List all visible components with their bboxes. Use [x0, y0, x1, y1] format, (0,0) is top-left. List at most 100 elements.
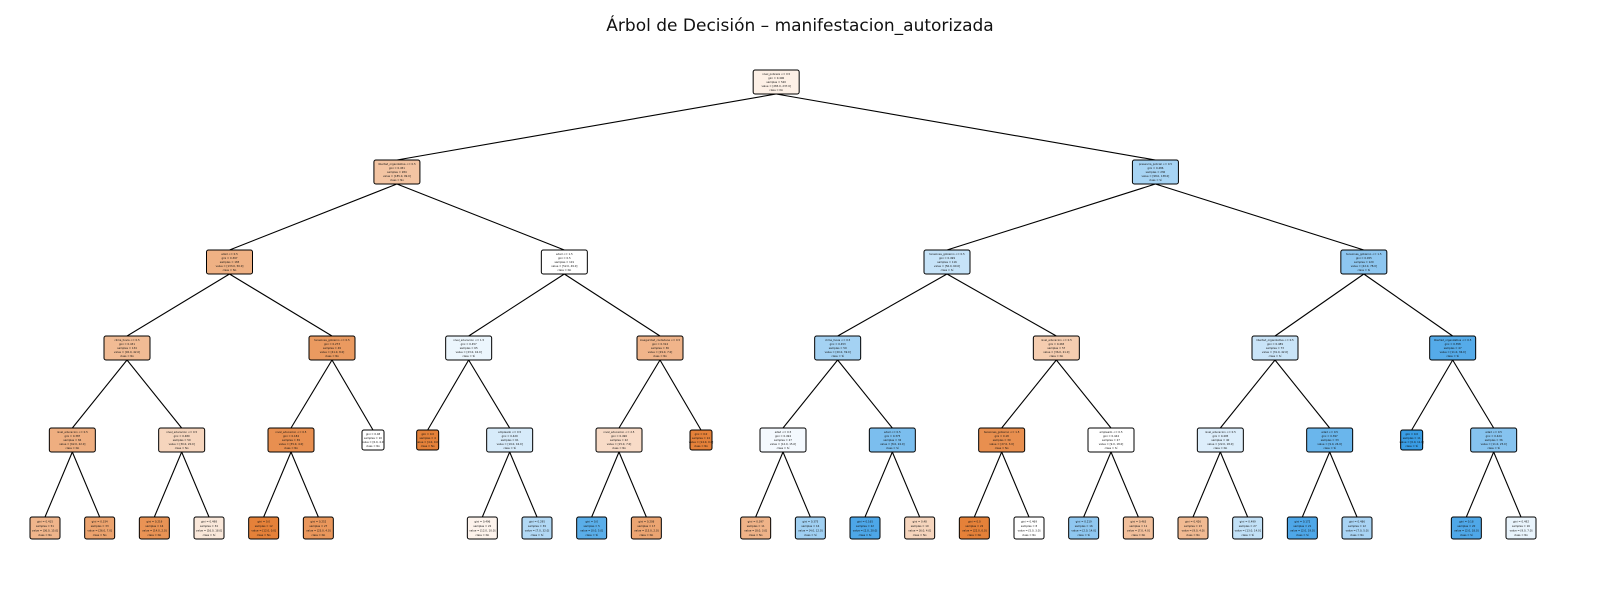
node-box [1341, 516, 1373, 540]
node-label-line: samples = 183 [220, 260, 240, 264]
node-label-line: edad <= 0.5 [884, 430, 901, 434]
node-label-line: gini = 0.486 [1349, 519, 1365, 523]
node-box [1196, 427, 1244, 453]
node-label-line: value = [56.0, 60.0] [934, 264, 960, 268]
node-label-line: class = No [653, 354, 667, 358]
tree-edge [229, 273, 333, 337]
node-label-line: class = No [557, 268, 571, 272]
node-label-line: class = Sí [203, 533, 216, 537]
node-label-line: class = No [1049, 354, 1063, 358]
node-label-line: class = Sí [941, 268, 954, 272]
tree-edge [591, 451, 620, 518]
node-label-line: edad <= 0.5 [775, 430, 792, 434]
node-label-line: samples = 16 [1512, 524, 1530, 528]
node-label-line: class = No [1514, 533, 1528, 537]
node-label-line: samples = 101 [555, 260, 575, 264]
node-box [361, 429, 385, 451]
node-label-line: gini = 0.453 [830, 342, 846, 346]
node-label-line: value = [9.0, 4.0] [1182, 528, 1205, 532]
node-label-line: value = [12.0, 15.0] [770, 442, 796, 446]
tree-edge [1110, 451, 1139, 518]
node-label-line: gini = 0.489 [1267, 342, 1283, 346]
node-label-line: samples = 13 [1184, 524, 1202, 528]
node-label-line: gini = 0.429 [502, 434, 518, 438]
node-box [1131, 159, 1179, 185]
node-label-line: value = [6.0, 4.0] [362, 440, 385, 444]
node-label-line: empleado <= 0.5 [1099, 430, 1122, 434]
tree-edge [71, 451, 101, 518]
node-label-line: value = [92.0, 42.0] [114, 350, 140, 354]
node-label-line: class = No [175, 446, 189, 450]
node-label-line: value = [5.0, 3.0] [1018, 528, 1041, 532]
node-label-line: class = No [1350, 533, 1364, 537]
node-box [521, 516, 553, 540]
tree-edge [946, 273, 1057, 337]
node-label-line: nivel_educacion <= 0.5 [57, 430, 88, 434]
node-label-line: samples = 12 [1348, 524, 1366, 528]
node-label-line: gini = 0.469 [1021, 519, 1037, 523]
node-label-line: gini = 0.499 [1240, 519, 1256, 523]
tree-edge [1155, 183, 1364, 251]
node-box [1177, 516, 1209, 540]
node-label-line: class = No [612, 446, 626, 450]
node-label-line: value = [133.0, 50.0] [216, 264, 244, 268]
node-label-line: class = Sí [1149, 178, 1162, 182]
tree-edge [481, 451, 511, 518]
node-label-line: value = [6.0, 4.0] [908, 528, 931, 532]
node-label-line: presencia_policial <= 0.5 [1139, 162, 1172, 166]
node-label-line: gini = 0.0 [421, 432, 434, 436]
node-label-line: clima_lluvia <= 0.5 [825, 338, 851, 342]
node-box [206, 249, 253, 275]
node-box [267, 427, 315, 453]
node-box [1400, 429, 1424, 451]
tree-edge [290, 359, 333, 429]
tree-edge [1465, 451, 1495, 518]
node-box [1286, 516, 1318, 540]
node-label-line: value = [42.0, 78.0] [1351, 264, 1377, 268]
node-label-line: class = Sí [1446, 354, 1459, 358]
node-label-line: value = [36.0, 21.0] [1043, 350, 1069, 354]
node-label-line: class = No [390, 178, 404, 182]
node-label-line: samples = 5 [584, 524, 601, 528]
node-label-line: class = No [93, 533, 107, 537]
node-label-line: gini = 0.499 [939, 256, 955, 260]
node-label-line: samples = 236 [1146, 170, 1166, 174]
node-label-line: class = No [769, 88, 783, 92]
node-label-line: class = Sí [886, 446, 899, 450]
node-label-line: value = [7.0, 32.0] [525, 528, 549, 532]
node-label-line: samples = 20 [1457, 524, 1475, 528]
node-label-line: clima_lluvia <= 0.5 [114, 338, 140, 342]
tree-edge [1411, 359, 1454, 431]
node-box [302, 516, 334, 540]
node-label-line: value = [15.0, 2.0] [634, 528, 658, 532]
node-label-line: gini = 0.375 [802, 519, 818, 523]
node-box [373, 159, 421, 185]
node-label-line: class = Sí [1241, 533, 1254, 537]
node-label-line: value = [9.0, 24.0] [1317, 442, 1341, 446]
node-label-line: class = No [120, 354, 134, 358]
node-label-line: value = [23.0, 42.0] [456, 350, 482, 354]
node-label-line: value = [23.0, 4.0] [306, 528, 330, 532]
node-box [1068, 516, 1100, 540]
node-label-line: value = [41.0, 8.0] [320, 350, 344, 354]
node-label-line: class = No [1213, 446, 1227, 450]
tree-edge [126, 359, 183, 429]
node-label-line: value = [4.0, 0.0] [416, 440, 439, 444]
node-label-line: samples = 16 [801, 524, 819, 528]
node-box [48, 427, 96, 453]
node-label-line: gini = 0.0 [968, 519, 981, 523]
node-label-line: samples = 8 [1021, 524, 1038, 528]
node-label-line: gini = 0.252 [310, 519, 326, 523]
node-label-line: gini = 0.455 [1356, 256, 1372, 260]
node-label-line: samples = 36 [1485, 438, 1503, 442]
tree-edge [776, 93, 1156, 161]
